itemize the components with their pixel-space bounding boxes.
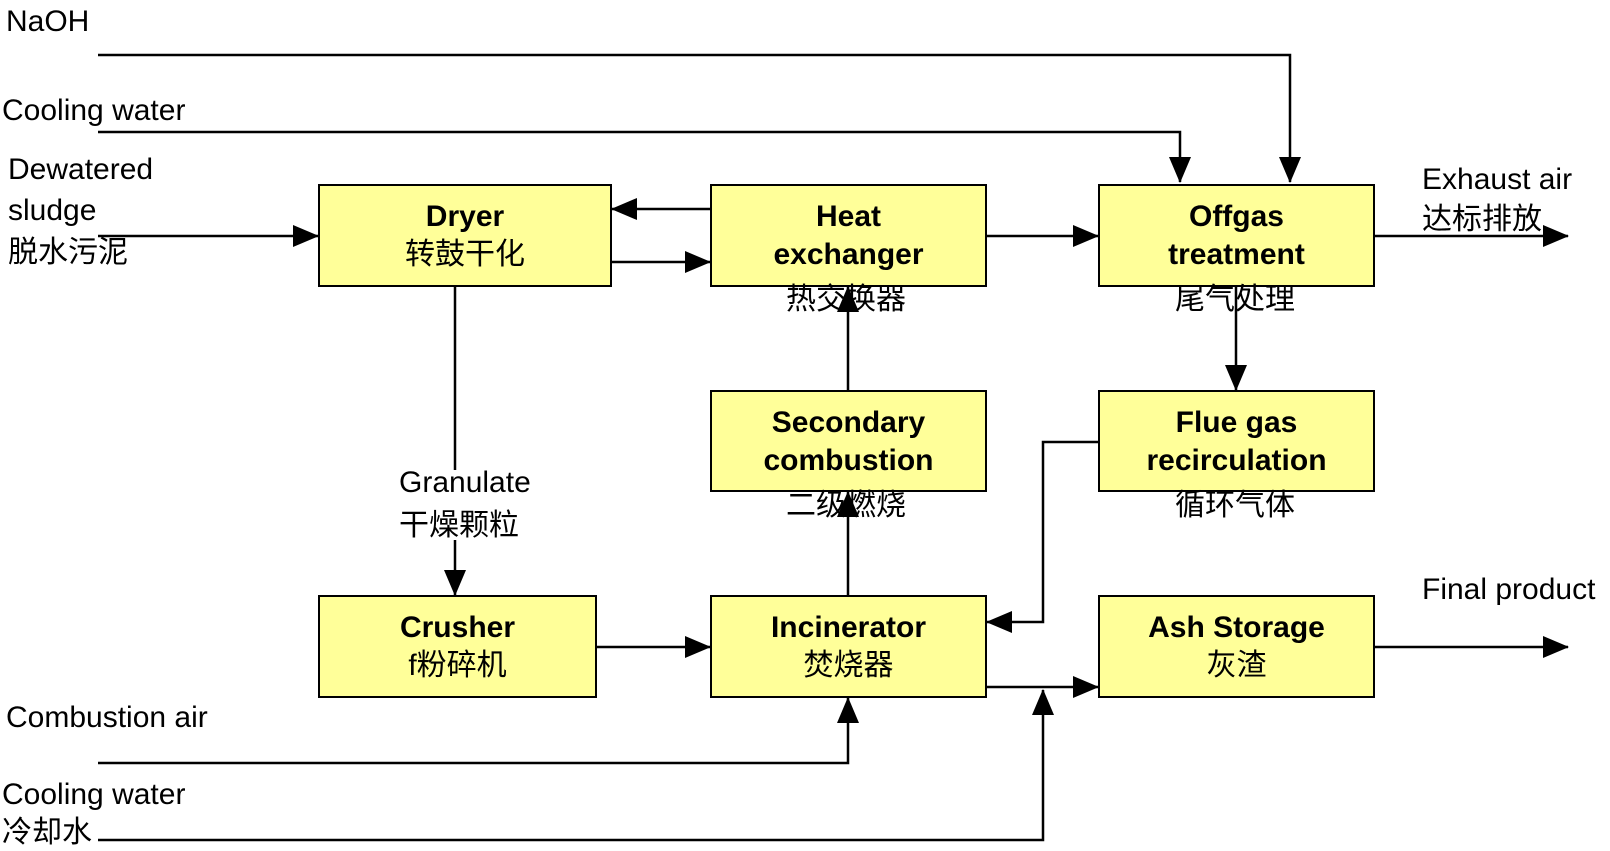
dewatered-zh-label: 脱水污泥	[8, 235, 128, 270]
dryer-box: Dryer 转鼓干化	[318, 184, 612, 287]
offgas-label-1: Offgas	[1188, 200, 1284, 233]
incinerator-box: Incinerator 焚烧器	[710, 595, 987, 698]
heat-exchanger-zh-label: 热交换器	[786, 282, 906, 317]
flue-gas-label-1: Flue gas	[1175, 406, 1298, 439]
crusher-label: Crusher	[399, 611, 516, 644]
granulate-label: Granulate	[399, 466, 531, 499]
crusher-zh-label: f粉碎机	[408, 649, 507, 682]
dewatered-label-2: sludge	[8, 194, 97, 227]
ash-storage-box: Ash Storage 灰渣	[1098, 595, 1375, 698]
exhaust-zh-label: 达标排放	[1422, 202, 1542, 237]
flue-to-incinerator-arrow	[986, 440, 1098, 633]
secondary-combustion-box: Secondary combustion	[710, 390, 987, 492]
secondary-label-2: combustion	[763, 444, 934, 477]
offgas-zh-label: 尾气处理	[1175, 282, 1295, 317]
naoh-line	[98, 53, 1301, 183]
cooling-water-zh-label: 冷却水	[2, 815, 92, 850]
offgas-box: Offgas treatment	[1098, 184, 1375, 287]
cooling-water-top-label: Cooling water	[2, 94, 186, 127]
naoh-label: NaOH	[6, 5, 90, 38]
cooling-water-top-line	[98, 130, 1191, 183]
exhaust-air-label: Exhaust air	[1422, 163, 1573, 196]
combustion-air-label: Combustion air	[6, 701, 208, 734]
ash-storage-zh-label: 灰渣	[1206, 649, 1267, 682]
secondary-label-1: Secondary	[771, 406, 926, 439]
combustion-air-line	[98, 697, 859, 765]
flue-gas-label-2: recirculation	[1146, 444, 1327, 477]
crusher-box: Crusher f粉碎机	[318, 595, 597, 698]
secondary-zh-label: 二级燃烧	[786, 488, 906, 523]
dewatered-label-1: Dewatered	[8, 153, 154, 186]
final-product-label: Final product	[1422, 573, 1596, 606]
cooling-water-bottom-label: Cooling water	[2, 778, 186, 811]
incinerator-zh-label: 焚烧器	[803, 649, 894, 682]
heat-exchanger-box: Heat exchanger	[710, 184, 987, 287]
granulate-zh-label: 干燥颗粒	[399, 508, 519, 543]
flue-gas-zh-label: 循环气体	[1175, 488, 1295, 523]
dryer-zh-label: 转鼓干化	[405, 238, 525, 271]
flue-gas-box: Flue gas recirculation	[1098, 390, 1375, 492]
dryer-label: Dryer	[425, 200, 505, 233]
cooling-water-bottom-line	[98, 689, 1054, 842]
offgas-label-2: treatment	[1168, 238, 1305, 271]
ash-storage-label: Ash Storage	[1148, 611, 1325, 644]
incinerator-label: Incinerator	[770, 611, 927, 644]
heat-exchanger-label-2: exchanger	[773, 238, 924, 271]
heat-exchanger-label-1: Heat	[815, 200, 882, 233]
